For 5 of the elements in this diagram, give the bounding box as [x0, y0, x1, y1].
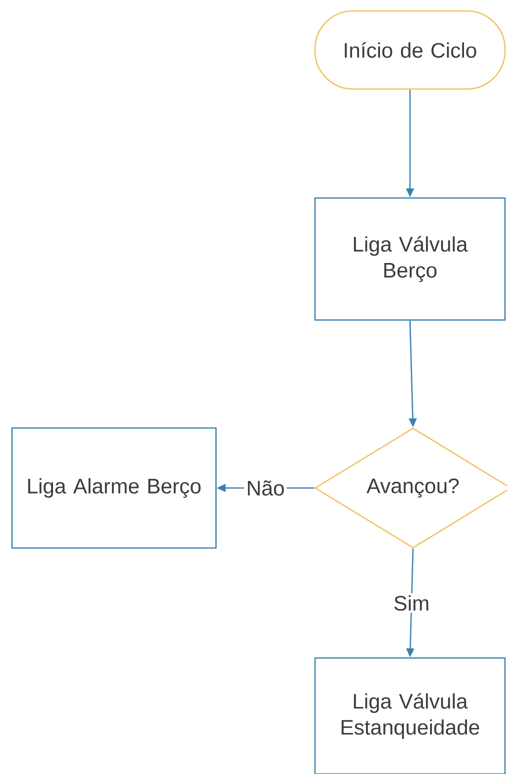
- process-box: Liga Válvula Estanqueidade: [314, 657, 506, 774]
- edge-label: Sim: [391, 593, 432, 613]
- process-box: Liga Válvula Berço: [314, 197, 506, 321]
- process-box: Liga Alarme Berço: [11, 427, 217, 549]
- edge-label: Não: [244, 478, 287, 498]
